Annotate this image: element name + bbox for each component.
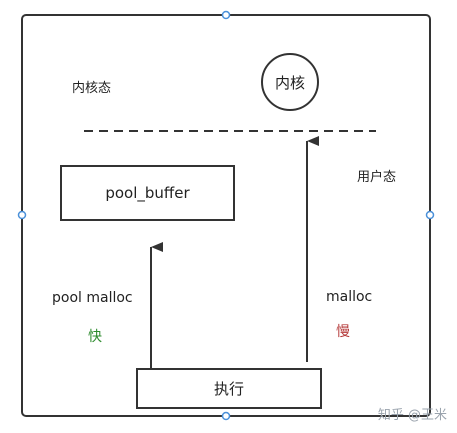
user-mode-label: 用户态 xyxy=(357,170,397,185)
slow-label: 慢 xyxy=(336,324,350,340)
kernel-circle xyxy=(261,53,319,111)
pool-buffer-box xyxy=(60,165,235,221)
resize-handle-bottom[interactable] xyxy=(221,411,231,421)
pool-buffer-label: pool_buffer xyxy=(105,184,190,202)
resize-handle-top[interactable] xyxy=(221,10,231,20)
fast-label: 快 xyxy=(88,329,102,345)
resize-handle-left[interactable] xyxy=(17,210,27,220)
kernel-mode-label: 内核态 xyxy=(72,81,112,96)
kernel-label: 内核 xyxy=(274,73,305,92)
execute-label: 执行 xyxy=(213,380,244,398)
resize-handle-right[interactable] xyxy=(425,210,435,220)
execute-box xyxy=(136,368,322,409)
malloc-label: malloc xyxy=(326,289,373,305)
watermark-text: 知乎 @王米 xyxy=(377,408,447,423)
pool-malloc-label: pool malloc xyxy=(52,290,133,306)
